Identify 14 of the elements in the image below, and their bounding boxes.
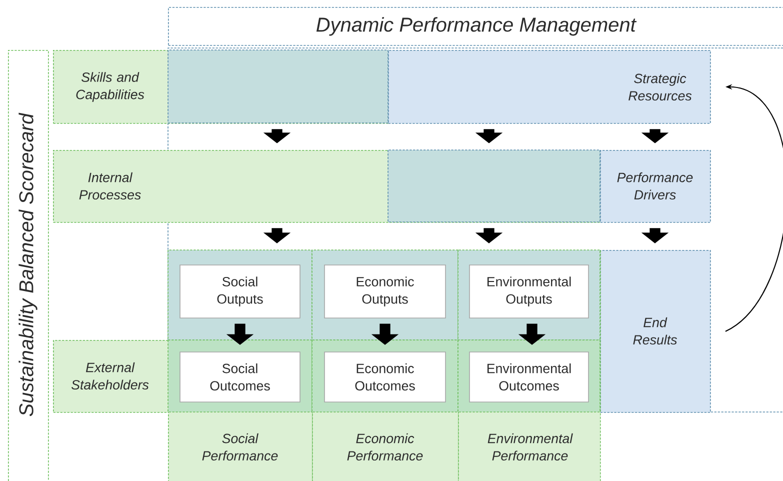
performance-band: End Results <box>600 250 711 413</box>
perspective-band: Skills and Capabilities <box>53 50 389 124</box>
perspective-band: Internal Processes <box>53 150 601 223</box>
output-box: Social Outcomes <box>180 352 300 402</box>
output-box: Economic Outputs <box>324 264 446 318</box>
scorecard-box: Sustainability Balanced Scorecard <box>8 50 49 481</box>
output-box: Environmental Outcomes <box>469 352 589 402</box>
output-box: Social Outputs <box>180 264 300 318</box>
title-box: Dynamic Performance Management <box>168 7 783 46</box>
performance-band: Performance Drivers <box>600 150 711 223</box>
output-box: Economic Outcomes <box>324 352 446 402</box>
performance-band: Strategic Resources <box>388 50 711 124</box>
perspective-band: External Stakeholders <box>53 340 169 413</box>
output-box: Environmental Outputs <box>469 264 589 318</box>
